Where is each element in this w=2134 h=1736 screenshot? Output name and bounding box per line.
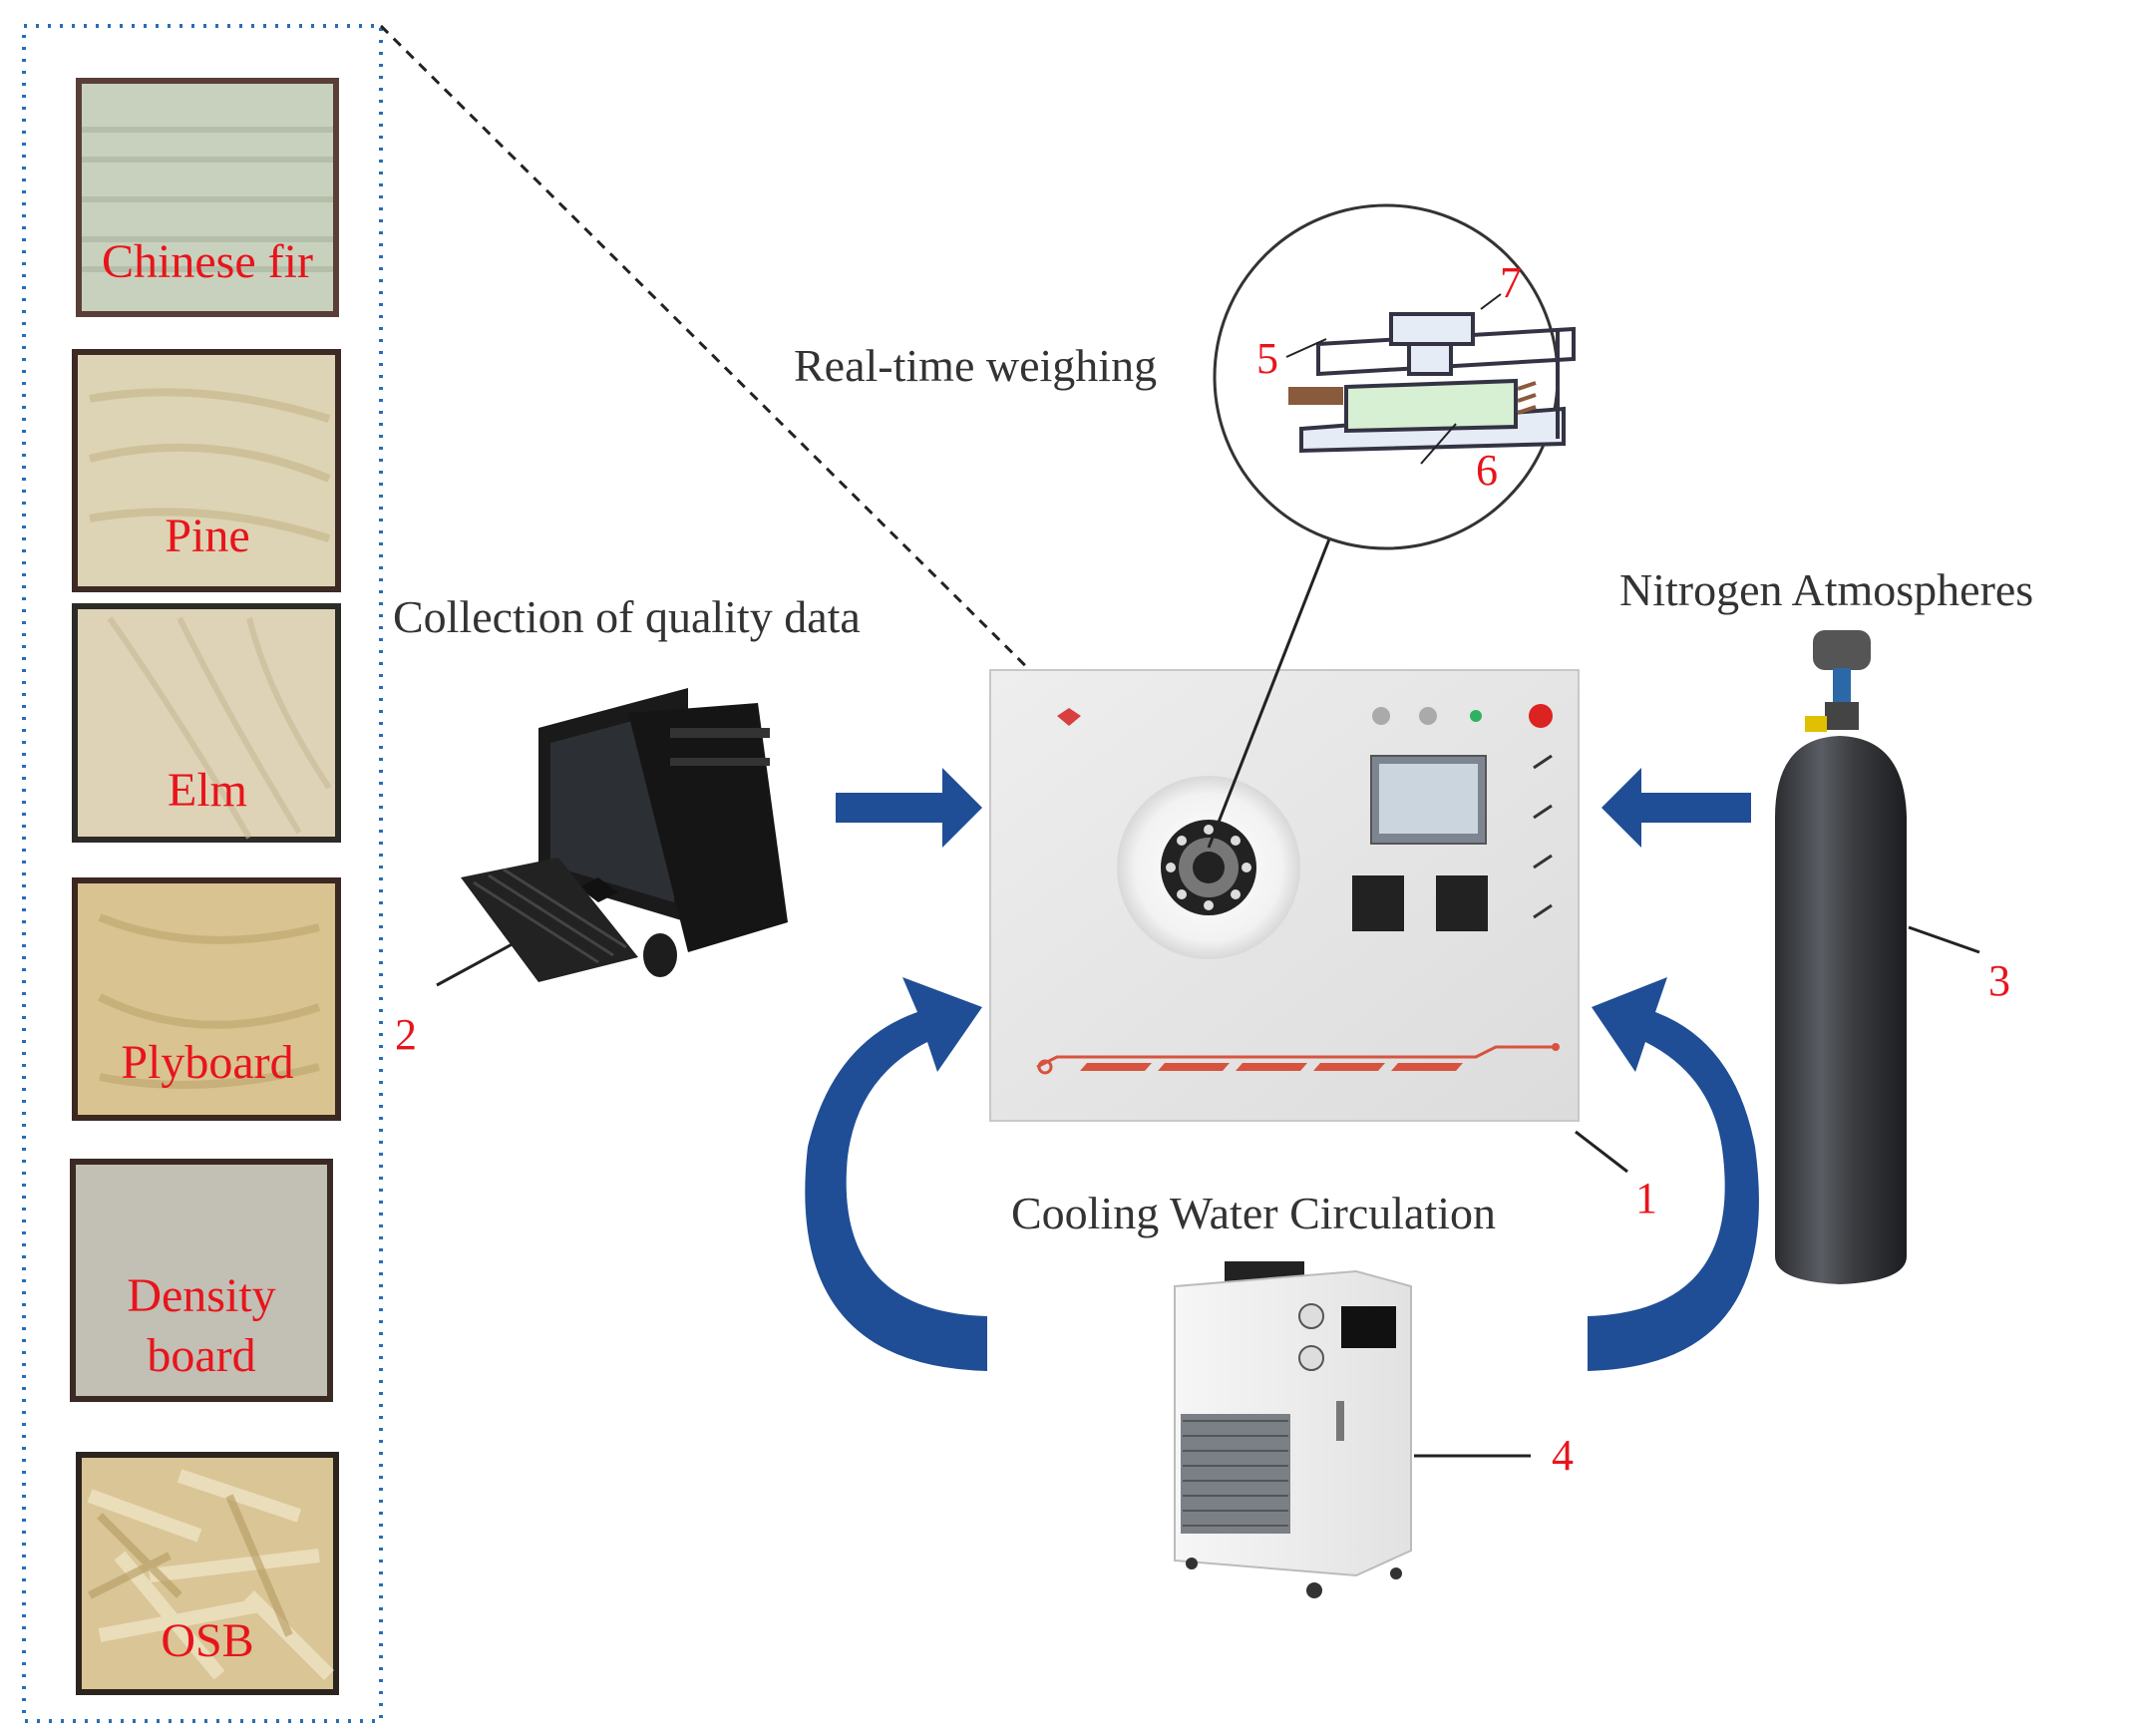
callout-number-7: 7: [1500, 258, 1522, 307]
cooling-arc-right: [1588, 977, 1759, 1371]
sample-photo-density-board: [70, 1159, 333, 1402]
thermogravimetric-instrument: [989, 669, 1580, 1122]
callout-number-2: 2: [395, 1010, 417, 1059]
samples-dotted-frame: [22, 24, 383, 1723]
computer-icon: [461, 688, 788, 982]
sample-label-density-board-line2: board: [147, 1329, 256, 1382]
sample-label-density-board-line1: Density: [127, 1269, 276, 1322]
arrow-cylinder-to-instrument: [1601, 768, 1751, 848]
caption-collection-of-quality-data: Collection of quality data: [393, 591, 861, 642]
caption-cooling-water-circulation: Cooling Water Circulation: [1011, 1188, 1497, 1238]
sample-photo-chinese-fir: [76, 78, 339, 317]
water-chiller-icon: [1174, 1261, 1412, 1598]
sample-photo-pine: [72, 349, 341, 592]
zoom-pointer-line: [1207, 530, 1334, 849]
callout-number-1: 1: [1635, 1174, 1657, 1222]
caption-real-time-weighing: Real-time weighing: [794, 340, 1158, 391]
sample-photo-plyboard: [72, 877, 341, 1121]
arrow-computer-to-instrument: [836, 768, 982, 848]
weighing-zoom-circle: [1213, 203, 1576, 550]
leader-line-1: [1575, 1130, 1628, 1174]
cooling-arc-left: [805, 977, 987, 1371]
sample-photo-osb: [76, 1452, 339, 1695]
callout-number-5: 5: [1256, 334, 1278, 383]
nitrogen-cylinder-icon: [1775, 630, 1907, 1284]
leader-line-2: [436, 933, 530, 987]
sample-photo-elm: [72, 603, 341, 843]
sample-label-pine: Pine: [165, 510, 250, 562]
caption-nitrogen-atmospheres: Nitrogen Atmospheres: [1619, 564, 2034, 615]
leader-line-3: [1908, 925, 1980, 954]
callout-number-6: 6: [1476, 446, 1498, 495]
callout-number-4: 4: [1552, 1431, 1574, 1480]
sample-label-elm: Elm: [168, 764, 247, 817]
sample-label-plyboard: Plyboard: [121, 1036, 294, 1089]
sample-label-chinese-fir: Chinese fir: [102, 235, 313, 288]
callout-number-3: 3: [1988, 956, 2010, 1005]
sample-label-osb: OSB: [161, 1614, 254, 1667]
